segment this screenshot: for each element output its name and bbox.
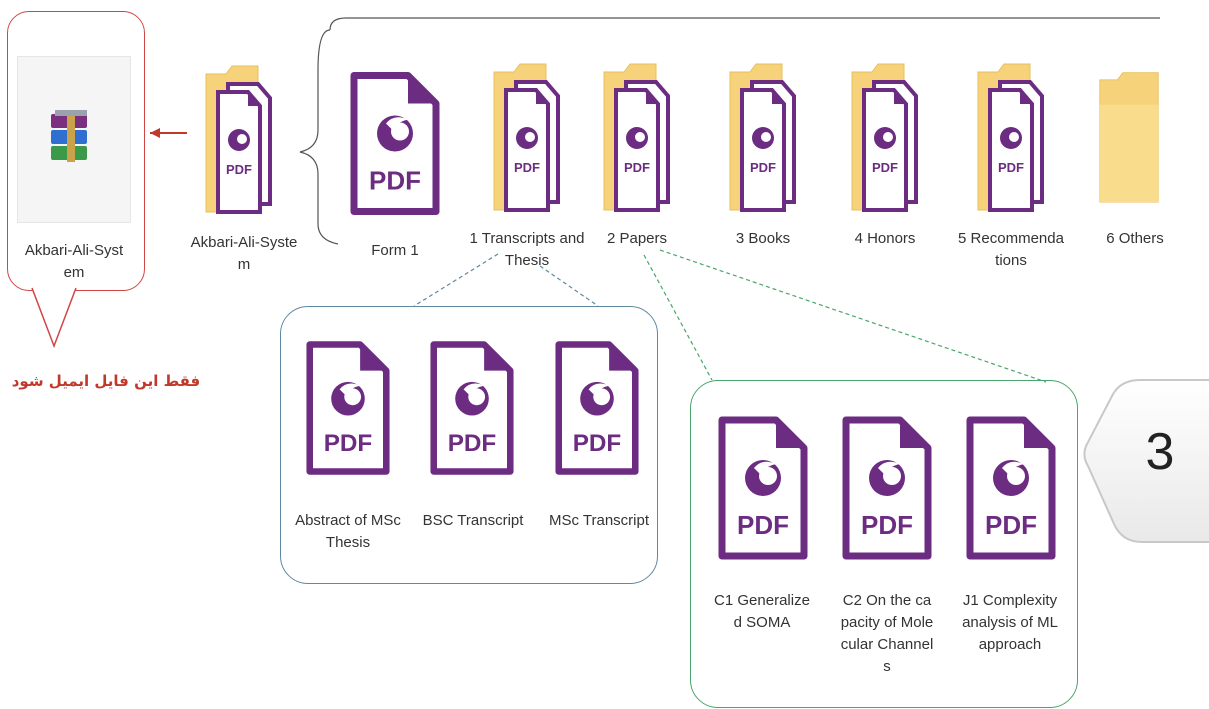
folder-pdf-icon[interactable] — [850, 60, 920, 220]
item-label: 2 Papers — [606, 230, 668, 247]
item-label: 6 Others — [1106, 230, 1164, 247]
pdf-file-icon[interactable] — [555, 326, 639, 490]
root-folder-label: Akbari-Ali-System — [190, 234, 298, 273]
transcripts-group — [280, 306, 658, 584]
folder-pdf-icon[interactable] — [976, 60, 1046, 220]
pdf-file-icon[interactable] — [306, 326, 390, 490]
papers-group — [690, 380, 1078, 708]
email-note: فقط این فایل ایمیل شود — [11, 372, 201, 390]
item-label: 1 Transcripts and Thesis — [469, 230, 585, 269]
group-item-label: J1 Complexity analysis of ML approach — [962, 592, 1058, 653]
item-label: 3 Books — [735, 230, 791, 247]
group-item-label: C2 On the capacity of Molecular Channels — [840, 592, 934, 675]
pdf-file-icon[interactable] — [966, 402, 1056, 574]
folder-pdf-icon[interactable] — [602, 60, 672, 220]
folder-pdf-icon[interactable] — [204, 62, 274, 222]
item-label: Form 1 — [371, 242, 419, 259]
step-number: 3 — [1145, 423, 1175, 481]
group-item-label: MSc Transcript — [548, 512, 650, 529]
pdf-file-icon[interactable] — [430, 326, 514, 490]
folder-icon[interactable] — [1098, 60, 1160, 220]
callout-pointer — [31, 286, 77, 349]
group-item-label: C1 Generalized SOMA — [714, 592, 810, 631]
group-item-label: Abstract of MSc Thesis — [295, 512, 401, 551]
item-label: 4 Honors — [854, 230, 916, 247]
item-label: 5 Recommendations — [958, 230, 1064, 269]
step-badge: 3 — [1080, 376, 1209, 546]
group-item-label: BSC Transcript — [422, 512, 524, 529]
pdf-file-icon[interactable] — [350, 56, 440, 231]
pdf-file-icon[interactable] — [842, 402, 932, 574]
folder-pdf-icon[interactable] — [728, 60, 798, 220]
pdf-file-icon[interactable] — [718, 402, 808, 574]
archive-label: Akbari-Ali-System — [24, 242, 124, 281]
folder-pdf-icon[interactable] — [492, 60, 562, 220]
winrar-archive-icon[interactable] — [47, 110, 99, 166]
